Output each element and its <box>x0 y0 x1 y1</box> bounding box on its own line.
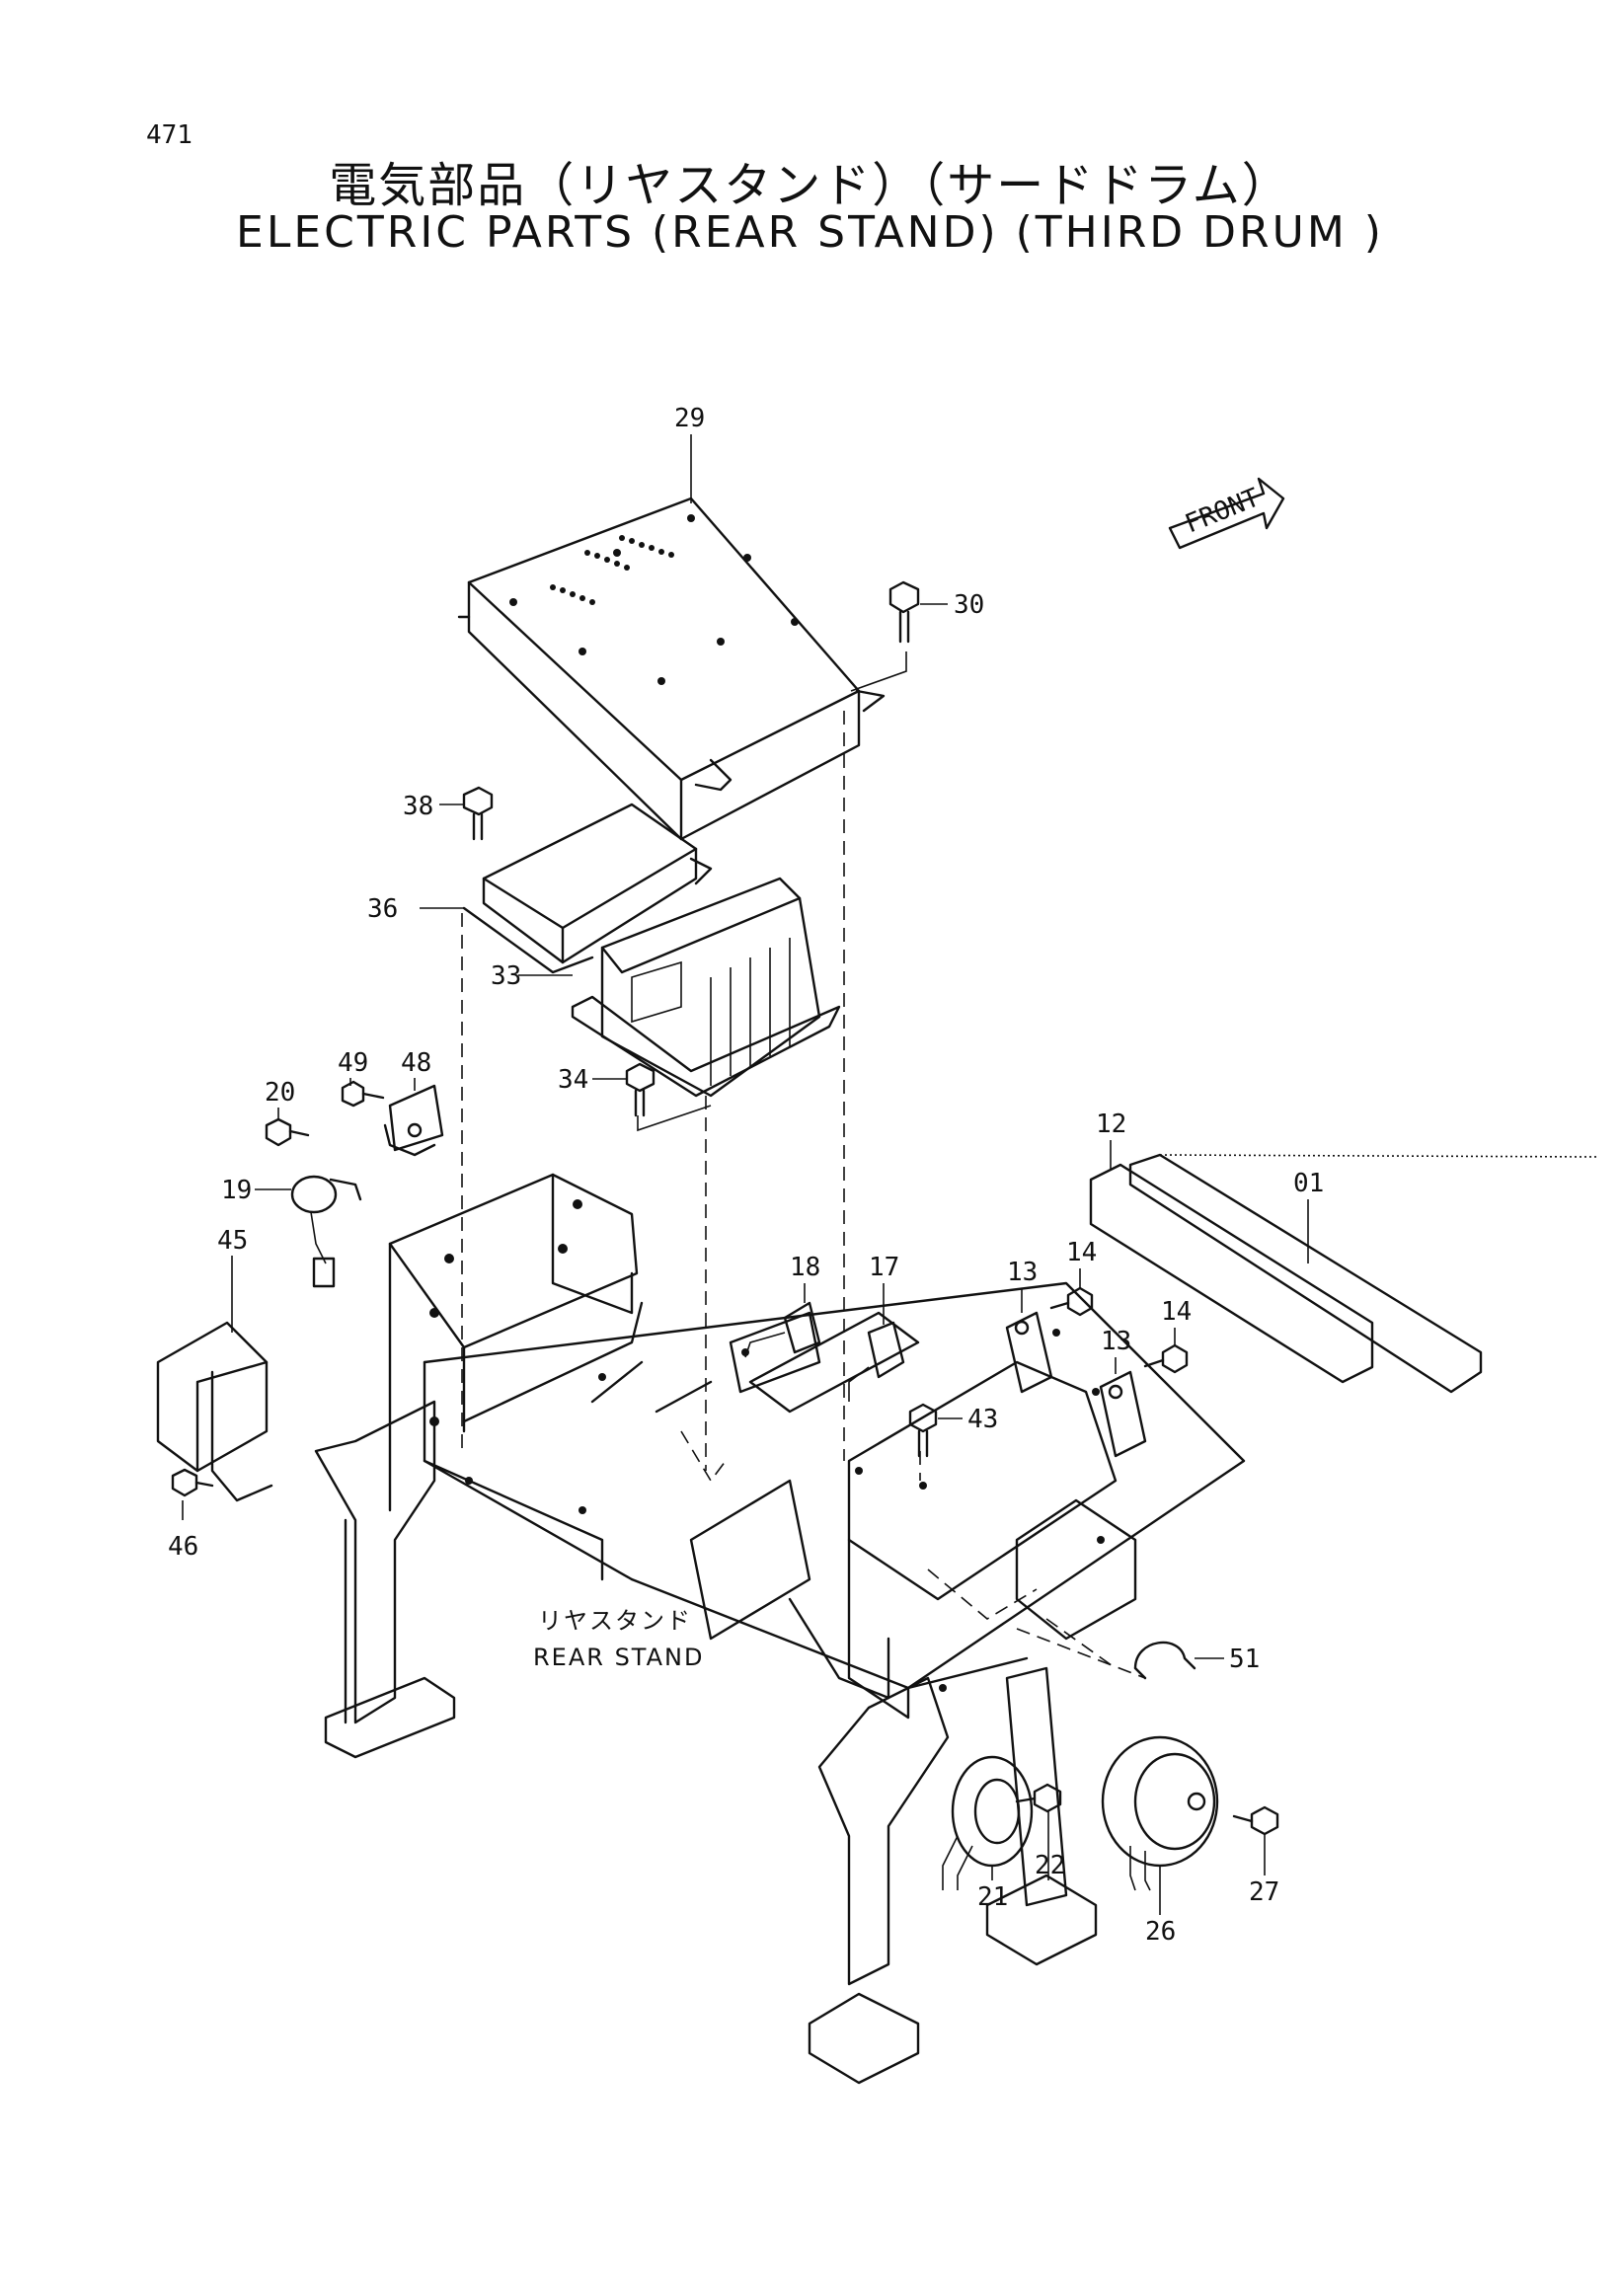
callout-34: 34 <box>558 1065 588 1095</box>
part-43-bolt <box>908 1403 938 1458</box>
callout-26: 26 <box>1145 1917 1176 1947</box>
part-18-switch <box>744 1301 821 1358</box>
callout-22: 22 <box>1035 1851 1065 1880</box>
callout-14-upper: 14 <box>1066 1238 1097 1267</box>
callout-38: 38 <box>403 792 433 821</box>
part-27-bolt <box>1232 1805 1279 1836</box>
callout-29: 29 <box>674 404 705 433</box>
callout-13-upper: 13 <box>1007 1258 1038 1287</box>
part-51-clamp <box>1133 1641 1196 1680</box>
part-38-bolt <box>462 786 494 841</box>
part-34-bolt <box>625 1062 656 1117</box>
callout-14-lower: 14 <box>1161 1297 1192 1327</box>
part-01-plate <box>1128 1153 1600 1394</box>
part-12-plate <box>1089 1163 1374 1384</box>
callout-19: 19 <box>221 1176 252 1205</box>
part-21-buzzer <box>942 1755 1034 1890</box>
part-22-bolt <box>1015 1783 1062 1813</box>
part-13-relay-upper <box>1005 1311 1053 1394</box>
rear-stand-label-japanese: リヤスタンド <box>538 1607 692 1635</box>
callout-43: 43 <box>967 1405 998 1434</box>
part-30-bolt <box>888 580 920 644</box>
callout-30: 30 <box>954 590 984 620</box>
part-45-housing <box>156 1321 273 1502</box>
callout-45: 45 <box>217 1226 248 1256</box>
title-japanese: 電気部品（リヤスタンド）（サードドラム） <box>329 158 1291 213</box>
part-33-heatsink-controller <box>571 877 841 1098</box>
callout-48: 48 <box>401 1048 431 1078</box>
callout-46: 46 <box>168 1532 198 1562</box>
callout-21: 21 <box>977 1882 1008 1912</box>
callout-51: 51 <box>1229 1645 1260 1674</box>
rear-stand-label-english: REAR STAND <box>533 1644 704 1671</box>
rear-stand-caption: リヤスタンド REAR STAND <box>533 1607 704 1671</box>
alignment-lines <box>461 711 1146 1679</box>
part-13-relay-lower <box>1099 1370 1147 1458</box>
callout-labels: 29 30 38 36 33 34 49 48 20 19 45 46 12 0… <box>168 404 1324 1947</box>
front-direction-arrow: FRONT <box>1168 477 1285 550</box>
callout-13-lower: 13 <box>1101 1327 1131 1356</box>
callout-01: 01 <box>1293 1169 1324 1198</box>
part-17-switch <box>848 1321 905 1402</box>
part-49-bolt <box>341 1080 385 1108</box>
callout-36: 36 <box>367 894 398 924</box>
callout-27: 27 <box>1249 1877 1279 1907</box>
callout-18: 18 <box>790 1253 820 1282</box>
callout-12: 12 <box>1096 1110 1126 1139</box>
title-english: ELECTRIC PARTS (REAR STAND) (THIRD DRUM … <box>236 207 1384 258</box>
rear-stand-frame <box>314 1173 1246 2085</box>
callout-17: 17 <box>869 1253 899 1282</box>
leader-lines <box>182 434 1309 1915</box>
page-number: 471 <box>146 120 193 150</box>
callout-20: 20 <box>265 1078 295 1108</box>
callout-33: 33 <box>491 961 521 991</box>
part-29-controller-box <box>457 497 886 841</box>
part-46-bolt <box>171 1468 214 1497</box>
part-20-bolt <box>265 1117 310 1147</box>
part-48-relay <box>383 1084 444 1157</box>
part-36-small-box <box>462 803 713 974</box>
callout-49: 49 <box>338 1048 368 1078</box>
part-19-sensor <box>290 1175 362 1288</box>
